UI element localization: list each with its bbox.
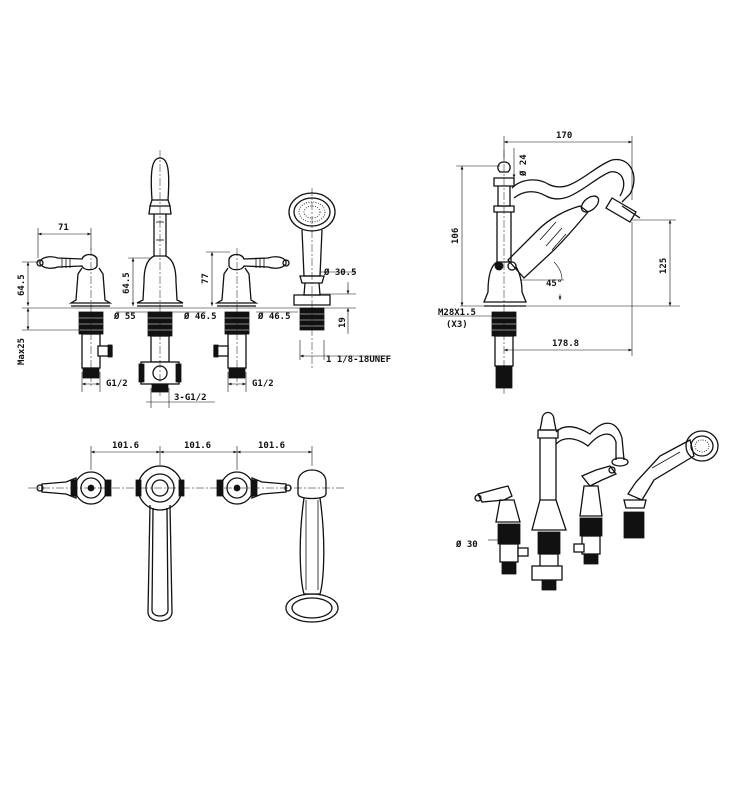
dim-dia30-5-label: Ø 30.5 — [323, 267, 357, 278]
dim-dia30-label: Ø 30 — [455, 539, 478, 550]
dim-dia55: Ø 55 — [113, 311, 206, 322]
dim-g12-b: G1/2 — [227, 372, 274, 392]
dim-spacing-3-label: 101.6 — [258, 441, 285, 451]
dim-spacing-2: 101.6 — [160, 441, 237, 454]
dim-angle: 45° — [520, 261, 564, 300]
dim-125-label: 125 — [659, 258, 669, 274]
dim-unef: 1 1/8-18UNEF — [299, 340, 391, 365]
spout — [136, 150, 184, 398]
dim-g12-a: G1/2 — [81, 372, 128, 392]
dim-64-5-spout: 64.5 — [122, 257, 150, 306]
dim-spacing-1: 101.6 — [91, 441, 160, 454]
dim-19: 19 — [320, 282, 356, 334]
dim-77: 77 — [201, 251, 230, 306]
dim-170: 170 — [503, 131, 633, 200]
dim-dia30-5: Ø 30.5 — [320, 267, 357, 278]
dim-dia46-5-a: Ø 46.5 — [183, 311, 217, 322]
dim-71-label: 71 — [58, 223, 69, 233]
dim-64-5-left: 64.5 — [17, 261, 40, 306]
dim-dia24-label: Ø 24 — [518, 154, 529, 177]
dim-dia30: Ø 30 — [455, 539, 500, 550]
dim-x3-label: (X3) — [446, 320, 468, 330]
top-hand-shower — [285, 469, 339, 623]
iso-spout — [531, 411, 629, 591]
top-view: 101.6 101.6 101.6 — [28, 441, 344, 623]
dim-g12-b-label: G1/2 — [252, 379, 274, 389]
dim-125: 125 — [632, 219, 676, 306]
dim-dia46-5-b: Ø 46.5 — [256, 311, 298, 322]
dim-178-8-label: 178.8 — [552, 339, 579, 349]
dim-max25-label: Max25 — [17, 338, 27, 365]
dim-angle-label: 45° — [546, 279, 562, 289]
dim-dia46-5-b-label: Ø 46.5 — [257, 311, 291, 322]
dim-64-5-left-label: 64.5 — [17, 274, 27, 296]
dim-178-8: 178.8 — [504, 222, 633, 356]
dim-dia24: Ø 24 — [512, 148, 529, 178]
right-handle-valve — [213, 248, 290, 388]
dim-64-5-spout-label: 64.5 — [122, 272, 132, 294]
dim-m28: M28X1.5 (X3) — [438, 308, 492, 330]
iso-left-valve — [474, 485, 529, 575]
dim-max25: Max25 — [17, 308, 80, 365]
dim-m28-label: M28X1.5 — [438, 308, 476, 318]
dim-71: 71 — [37, 223, 92, 258]
dim-g12-3: 3-G1/2 — [146, 388, 215, 408]
iso-right-valve — [573, 465, 618, 565]
left-handle-valve — [36, 248, 113, 388]
dim-spacing-3: 101.6 — [237, 441, 312, 454]
top-spout — [135, 465, 185, 622]
dim-106: 106 — [451, 165, 500, 306]
dim-dia46-5-a-label: Ø 46.5 — [183, 311, 217, 322]
dim-unef-label: 1 1/8-18UNEF — [326, 355, 391, 365]
front-view: 71 64.5 Max25 64.5 77 Ø 55 — [17, 150, 391, 408]
dim-spacing-1-label: 101.6 — [112, 441, 139, 451]
hand-shower-front — [288, 188, 336, 368]
dim-spacing-2-label: 101.6 — [184, 441, 211, 451]
dim-77-label: 77 — [201, 273, 211, 284]
dim-106-label: 106 — [451, 228, 461, 244]
isometric-view: Ø 30 — [455, 411, 719, 591]
top-left-handle — [36, 471, 112, 505]
dim-170-label: 170 — [556, 131, 572, 141]
dim-g12-3-label: 3-G1/2 — [174, 393, 207, 403]
dim-g12-a-label: G1/2 — [106, 379, 128, 389]
iso-hand-shower — [623, 430, 719, 539]
top-right-handle — [216, 471, 292, 505]
dim-19-label: 19 — [338, 317, 348, 328]
side-view: 170 Ø 24 106 125 45° M28X1. — [438, 131, 680, 394]
dim-dia55-label: Ø 55 — [113, 311, 136, 322]
